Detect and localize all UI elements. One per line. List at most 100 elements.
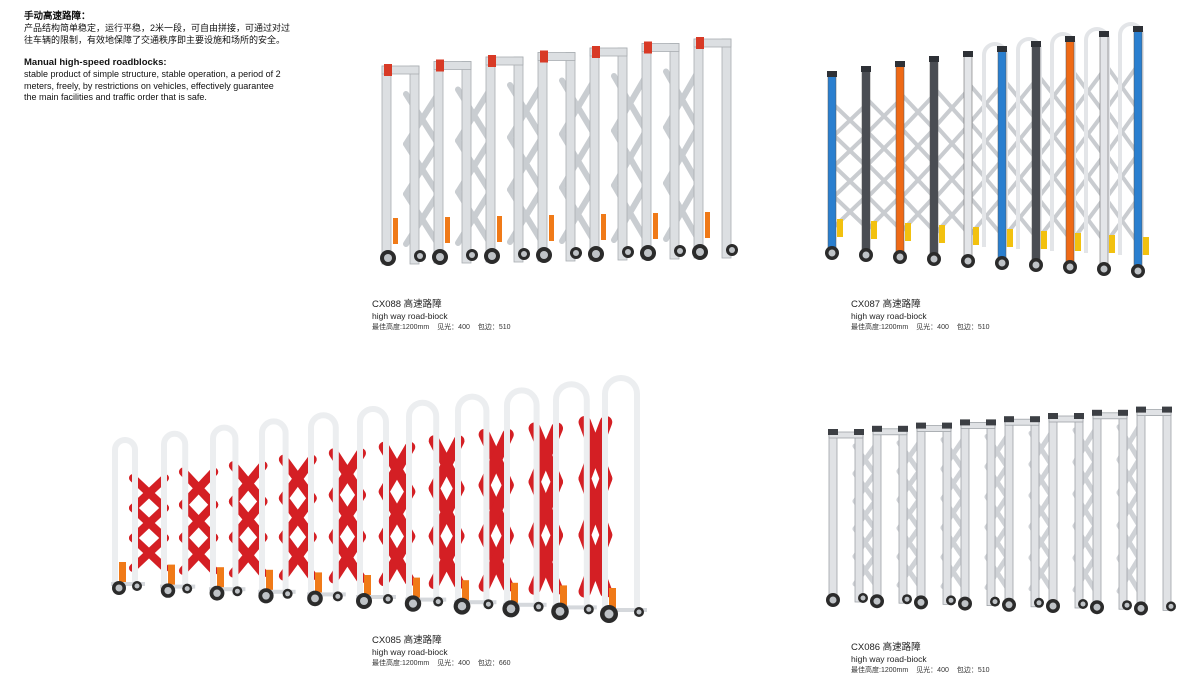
- reflector-cap: [592, 46, 600, 58]
- product-code: CX087 高速路障: [851, 299, 921, 310]
- spec-edge: 包边：660: [477, 660, 511, 667]
- spec-height: 最佳高度:1200mm: [851, 667, 909, 674]
- product-code: CX085 高速路障: [372, 635, 442, 646]
- base-plate: [405, 597, 447, 602]
- reflector-strip: [549, 215, 554, 241]
- post-cap: [827, 71, 837, 77]
- base-plate: [552, 605, 597, 610]
- wheel-hub: [896, 253, 904, 261]
- scissor-bar: [129, 534, 169, 572]
- wheel-hub: [1093, 603, 1101, 611]
- post: [461, 61, 472, 264]
- wheel-hub: [930, 255, 938, 263]
- post: [997, 49, 1007, 268]
- wheel-hub: [435, 599, 441, 605]
- wheel-hub: [335, 593, 341, 599]
- post-cap: [1118, 409, 1128, 416]
- arch-post: [553, 381, 590, 614]
- scissor-bar: [866, 162, 902, 199]
- post: [1162, 409, 1172, 611]
- reflector-strip: [1007, 229, 1013, 247]
- post-cap: [916, 422, 926, 429]
- post-cap: [960, 419, 970, 426]
- reflector-strip: [511, 582, 518, 605]
- arch-post: [210, 424, 239, 596]
- post: [1099, 34, 1109, 274]
- wheel-hub: [604, 609, 614, 619]
- reflector-cap: [644, 41, 652, 54]
- arch-post: [308, 412, 339, 601]
- product-code: CX088 高速路障: [372, 299, 442, 310]
- post: [669, 43, 680, 260]
- spec-gap: 见光：400: [437, 660, 470, 667]
- wheel-hub: [992, 599, 998, 605]
- top-rail: [693, 38, 732, 48]
- wheel-hub: [385, 596, 391, 602]
- top-rail: [1136, 409, 1172, 417]
- reflector-cap: [696, 37, 704, 49]
- product-subtitle: high way road-biock: [372, 646, 448, 657]
- wheel-hub: [164, 587, 172, 595]
- post: [433, 61, 444, 264]
- wheel-hub: [696, 248, 704, 256]
- top-rail: [381, 65, 420, 75]
- scissor-bar: [900, 161, 936, 199]
- post: [1030, 418, 1040, 608]
- intro-block: 手动高速路障： 产品结构简单稳定，运行平稳，2米一段，可自由拼接，可通过对过 往…: [24, 11, 324, 104]
- scissor-bar: [900, 127, 936, 165]
- reflector-strip: [871, 221, 877, 239]
- base-plate: [258, 589, 296, 594]
- wheel-hub: [1036, 600, 1042, 606]
- spec-height: 最佳高度:1200mm: [851, 324, 909, 331]
- top-rail: [433, 61, 472, 70]
- base-plate: [307, 592, 346, 597]
- reflector-strip: [1143, 237, 1149, 255]
- wheel-hub: [285, 591, 291, 597]
- wheel-hub: [506, 604, 516, 614]
- post-cap: [1099, 31, 1109, 37]
- wheel-hub: [636, 609, 642, 615]
- wheel-hub: [1100, 265, 1108, 273]
- product-cx086: [815, 390, 1200, 640]
- base-plate: [160, 584, 196, 589]
- wheel-hub: [417, 253, 423, 259]
- product-subtitle: high way road-biock: [851, 310, 927, 321]
- base-plate: [454, 600, 497, 605]
- post: [589, 47, 600, 261]
- post: [1065, 39, 1075, 272]
- reflector-strip: [393, 218, 398, 244]
- post-cap: [1162, 406, 1172, 413]
- post-cap: [854, 429, 864, 435]
- post: [861, 69, 871, 260]
- arch-post: [602, 375, 640, 616]
- post-cap: [929, 56, 939, 62]
- top-rail: [537, 52, 576, 61]
- reflector-strip: [364, 575, 371, 597]
- arch-post: [504, 387, 540, 611]
- post: [916, 425, 926, 605]
- post-cap: [1074, 413, 1084, 419]
- scissor-bar: [832, 103, 868, 138]
- wheel-hub: [488, 252, 496, 260]
- post-cap: [1004, 416, 1014, 423]
- reflector-strip: [609, 588, 616, 610]
- post: [898, 428, 908, 604]
- wheel-hub: [1124, 602, 1130, 608]
- post: [485, 56, 496, 263]
- reflector-strip: [939, 225, 945, 243]
- scissor-bar: [866, 130, 902, 167]
- barrier-image-cx085: [111, 375, 647, 623]
- post: [828, 431, 838, 603]
- post: [986, 422, 996, 606]
- arch-post: [406, 399, 440, 606]
- post: [942, 425, 952, 605]
- wheel-hub: [115, 584, 123, 592]
- wheel-hub: [573, 250, 579, 256]
- intro-desc-en-3: the main facilities and traffic order th…: [24, 92, 207, 102]
- reflector-strip: [497, 216, 502, 242]
- reflector-strip: [1109, 235, 1115, 253]
- barrier-image-cx088: [380, 37, 738, 266]
- post-cap: [861, 66, 871, 72]
